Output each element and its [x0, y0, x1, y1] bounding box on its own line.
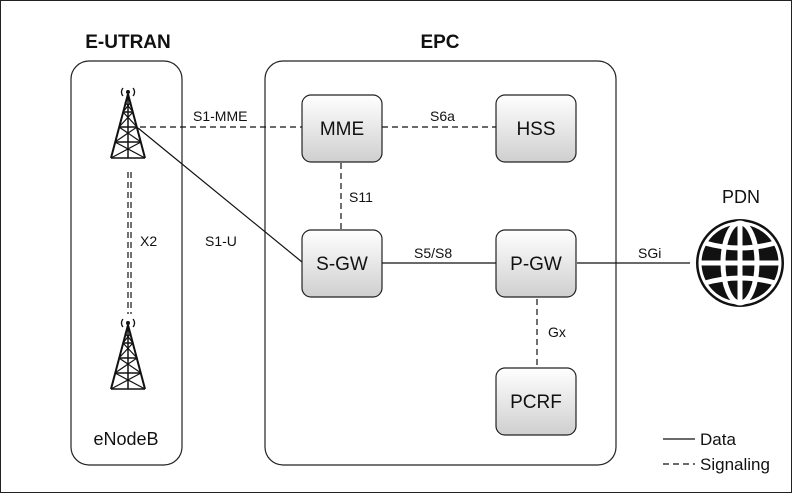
pcrf-label: PCRF: [510, 392, 562, 413]
legend-signaling-label: Signaling: [700, 455, 770, 474]
legend-data-label: Data: [700, 430, 736, 449]
pgw-node: P-GW: [495, 229, 577, 298]
pgw-label: P-GW: [510, 254, 562, 275]
x2-label: X2: [140, 233, 157, 249]
s1-mme-label: S1-MME: [193, 108, 247, 124]
gx-label: Gx: [548, 324, 566, 340]
hss-node: HSS: [495, 94, 577, 163]
sgi-label: SGi: [638, 245, 661, 261]
s1-u-link: [137, 127, 303, 263]
pdn-label: PDN: [722, 187, 760, 207]
s1-u-label: S1-U: [205, 233, 237, 249]
s6a-label: S6a: [430, 108, 455, 124]
globe-icon: [696, 219, 784, 307]
eutran-title: E-UTRAN: [85, 32, 171, 53]
legend: Data Signaling: [663, 430, 770, 474]
sgw-label: S-GW: [316, 254, 368, 275]
sgw-node: S-GW: [301, 229, 383, 298]
s11-label: S11: [349, 189, 373, 205]
mme-node: MME: [301, 94, 383, 163]
pcrf-node: PCRF: [495, 367, 577, 436]
hss-label: HSS: [516, 119, 555, 140]
mme-label: MME: [320, 119, 364, 140]
epc-title: EPC: [420, 32, 459, 53]
s5-s8-label: S5/S8: [414, 245, 452, 261]
eutran-container: [70, 60, 183, 466]
enodeb-label: eNodeB: [93, 429, 158, 449]
